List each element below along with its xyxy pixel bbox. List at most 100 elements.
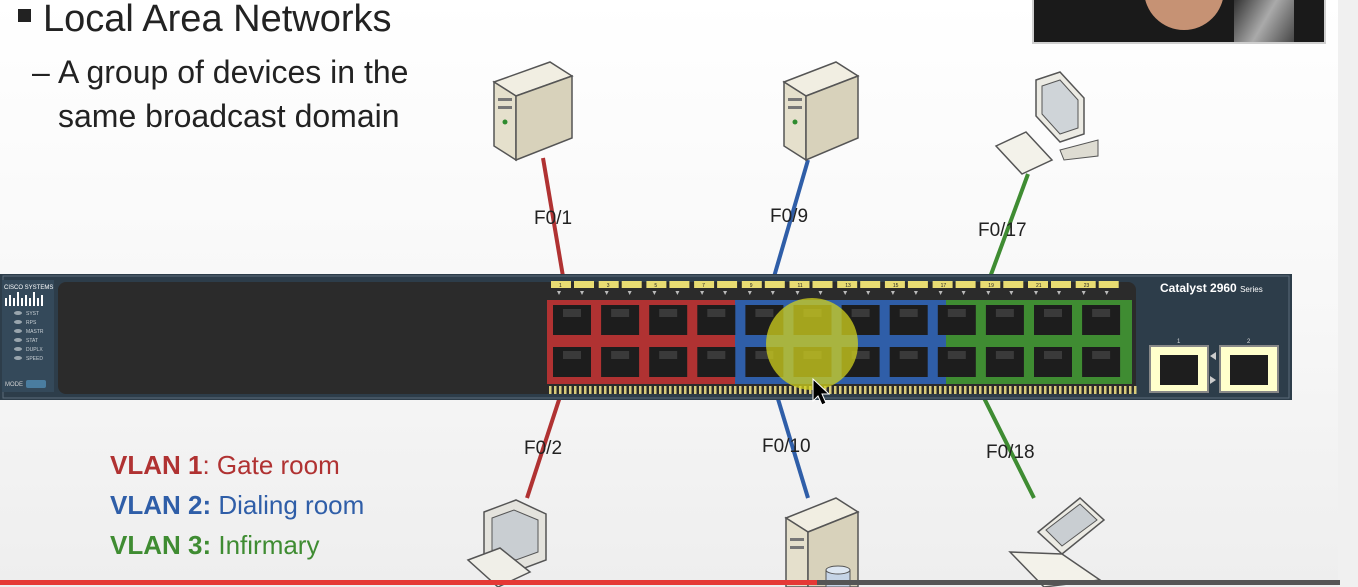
port-number-tag (955, 281, 976, 288)
grille-slot (669, 386, 672, 394)
port-jack (611, 309, 630, 317)
port-jack (995, 309, 1014, 317)
uplink-label-2: 2 (1247, 339, 1251, 345)
grille-slot (969, 386, 972, 394)
port-number-tag (837, 281, 858, 288)
grille-slot (589, 386, 592, 394)
mode-button (26, 380, 46, 388)
port-number-label: 9 (750, 283, 753, 289)
mouse-cursor-icon (812, 377, 831, 406)
grille-slot (869, 386, 872, 394)
port-arrow-icon (675, 291, 680, 295)
port-jack (1092, 351, 1111, 359)
port-arrow-icon (1009, 291, 1014, 295)
webcam-overlay (1032, 0, 1326, 44)
scrollbar[interactable] (1338, 0, 1358, 587)
port-number-tag (907, 281, 928, 288)
grille-slot (794, 386, 797, 394)
laptop-icon (1008, 497, 1106, 587)
server-icon (782, 61, 860, 162)
status-led (14, 338, 22, 342)
port-jack (947, 309, 966, 317)
port-number-label: 11 (798, 283, 803, 289)
status-led (14, 329, 22, 333)
mode-label: MODE (5, 382, 23, 388)
port-arrow-icon (1081, 291, 1086, 295)
grille-slot (994, 386, 997, 394)
grille-slot (634, 386, 637, 394)
grille-slot (694, 386, 697, 394)
legend-vlan1: VLAN 1: Gate room (110, 450, 340, 480)
port-jack (899, 351, 918, 359)
status-led-label: DUPLX (26, 347, 43, 353)
status-led (14, 347, 22, 351)
grille-slot (1114, 386, 1117, 394)
port-label-f010: F0/10 (762, 436, 811, 457)
grille-slot (999, 386, 1002, 394)
grille-slot (674, 386, 677, 394)
grille-slot (684, 386, 687, 394)
uplink-arrow-left-icon (1210, 352, 1216, 360)
video-progress-played (0, 580, 818, 585)
grille-slot (624, 386, 627, 394)
grille-slot (1074, 386, 1077, 394)
port-arrow-icon (795, 291, 800, 295)
grille-slot (1034, 386, 1037, 394)
legend-vlan2: VLAN 2: Dialing room (110, 490, 365, 520)
port-number-tag (932, 281, 953, 288)
status-led (14, 311, 22, 315)
port-number-tag (694, 281, 715, 288)
grille-slot (1084, 386, 1087, 394)
port-jack (899, 309, 918, 317)
port-arrow-icon (557, 291, 561, 295)
status-led-label: STAT (26, 338, 38, 344)
grille-slot (1049, 386, 1052, 394)
port-jack (995, 351, 1014, 359)
port-jack (947, 351, 966, 359)
highlight-circle (766, 298, 858, 390)
grille-slot (1099, 386, 1102, 394)
grille-slot (914, 386, 917, 394)
port-number-label: 5 (654, 283, 657, 289)
port-number-label: 17 (941, 283, 947, 289)
grille-slot (779, 386, 782, 394)
grille-slot (549, 386, 552, 394)
grille-slot (754, 386, 757, 394)
grille-slot (989, 386, 992, 394)
grille-slot (1014, 386, 1017, 394)
grille-slot (974, 386, 977, 394)
grille-slot (769, 386, 772, 394)
grille-slot (1019, 386, 1022, 394)
cisco-logo-icon (5, 292, 43, 306)
video-progress-bar[interactable] (0, 580, 1340, 585)
grille-slot (564, 386, 567, 394)
grille-slot (744, 386, 747, 394)
grille-slot (759, 386, 762, 394)
bullet-square-icon (18, 9, 31, 22)
status-led-label: SYST (26, 311, 39, 317)
port-jack (659, 351, 678, 359)
port-jack (755, 351, 774, 359)
port-jack (851, 351, 870, 359)
grille-slot (1004, 386, 1007, 394)
workstation-icon (994, 71, 1099, 175)
status-led (14, 320, 22, 324)
grille-slot (949, 386, 952, 394)
port-arrow-icon (747, 291, 752, 295)
grille-slot (704, 386, 707, 394)
port-arrow-icon (580, 291, 584, 295)
grille-slot (609, 386, 612, 394)
desktop-pc-icon (466, 499, 547, 587)
grille-slot (799, 386, 802, 394)
grille-slot (699, 386, 702, 394)
grille-slot (764, 386, 767, 394)
grille-slot (954, 386, 957, 394)
grille-slot (899, 386, 902, 394)
grille-slot (1069, 386, 1072, 394)
grille-slot (784, 386, 787, 394)
grille-slot (1129, 386, 1132, 394)
port-number-label: 21 (1036, 283, 1042, 289)
grille-slot (649, 386, 652, 394)
